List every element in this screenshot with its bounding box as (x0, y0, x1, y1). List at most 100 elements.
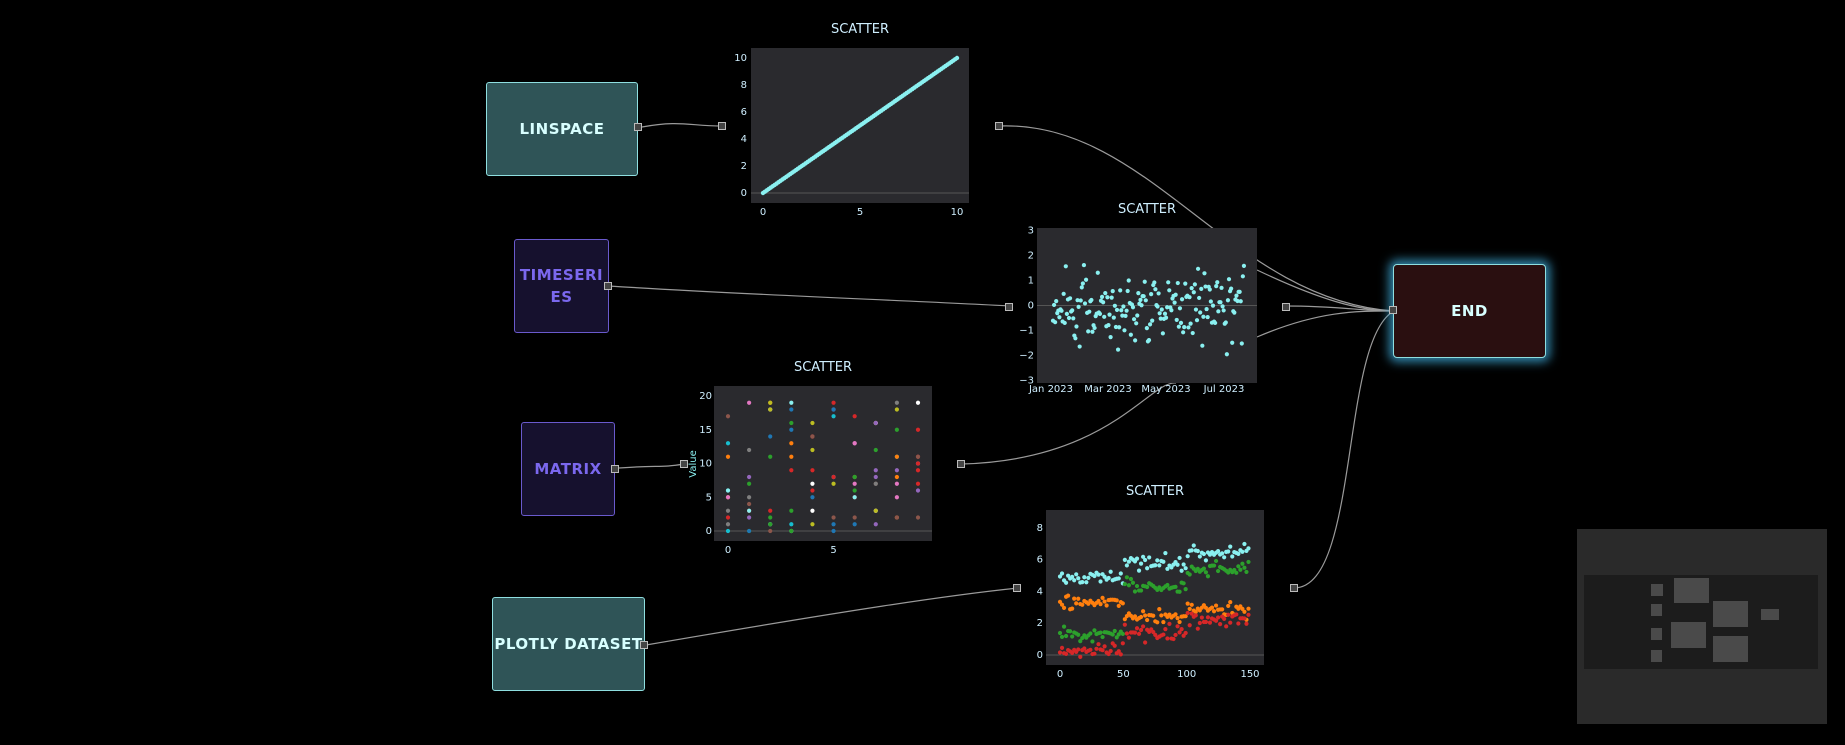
input-port-scatter2[interactable] (1005, 303, 1013, 311)
data-point (1220, 304, 1225, 309)
data-point (1226, 603, 1231, 609)
x-tick-label: 50 (1117, 669, 1130, 680)
data-point (1176, 324, 1181, 329)
node-linspace[interactable]: LINSPACE (486, 82, 638, 176)
y-tick-label: 2 (741, 161, 747, 172)
x-tick-label: 10 (951, 207, 964, 218)
data-point (873, 447, 878, 453)
output-port-scatter1[interactable] (995, 122, 1003, 130)
data-point (894, 474, 899, 480)
data-point (789, 407, 794, 412)
output-port-matrix[interactable] (611, 465, 619, 473)
input-port-end[interactable] (1389, 306, 1397, 314)
data-point (725, 522, 731, 527)
data-point (1138, 614, 1144, 620)
y-tick-label: 8 (741, 80, 747, 91)
y-tick-label: 3 (1028, 226, 1034, 237)
data-point (1223, 320, 1228, 325)
data-point (1074, 324, 1079, 329)
node-end[interactable]: END (1393, 264, 1546, 358)
minimap-node (1651, 650, 1662, 662)
node-label: PLOTLY DATASET (494, 635, 643, 653)
data-point (1159, 307, 1164, 312)
data-point (1244, 621, 1249, 626)
data-point (1187, 606, 1192, 612)
data-point (768, 528, 773, 534)
data-point (1140, 554, 1146, 559)
data-point (1163, 315, 1169, 320)
data-point (1220, 551, 1225, 556)
chart-title: SCATTER (794, 360, 852, 375)
data-point (1214, 283, 1219, 289)
data-point (1143, 640, 1148, 645)
edge-matrix-scatter3 (618, 463, 685, 469)
node-matrix[interactable]: MATRIX (521, 422, 615, 516)
output-port-plotly-dataset[interactable] (640, 641, 648, 649)
input-port-scatter1[interactable] (718, 122, 726, 130)
data-point (1222, 616, 1227, 621)
data-point (1067, 296, 1073, 301)
output-port-linspace[interactable] (634, 123, 642, 131)
data-point (1160, 331, 1165, 336)
node-timeseries[interactable]: TIMESERI ES (514, 239, 609, 333)
data-point (1121, 304, 1126, 309)
data-point (1205, 615, 1211, 620)
data-point (1090, 639, 1095, 644)
data-point (1132, 614, 1138, 619)
data-point (789, 508, 794, 513)
data-point (1054, 299, 1059, 304)
data-point (1175, 615, 1180, 621)
data-point (1118, 652, 1123, 657)
data-point (1132, 589, 1138, 594)
data-point (1171, 636, 1176, 642)
data-point (1114, 635, 1119, 640)
data-point (1229, 286, 1234, 291)
y-tick-label: 0 (706, 526, 712, 537)
data-point (1199, 286, 1204, 291)
data-point (1057, 574, 1063, 579)
data-point (915, 481, 921, 486)
output-port-scatter3[interactable] (957, 460, 965, 468)
output-port-timeseries[interactable] (604, 282, 612, 290)
data-point (1165, 582, 1170, 588)
data-point (873, 420, 878, 426)
input-port-scatter4[interactable] (1013, 584, 1021, 592)
data-point (1117, 325, 1122, 330)
output-port-scatter2[interactable] (1282, 303, 1290, 311)
data-point (1197, 620, 1202, 626)
data-point (1246, 606, 1251, 611)
data-point (1131, 317, 1137, 322)
output-port-scatter4[interactable] (1290, 584, 1298, 592)
data-point (1228, 620, 1233, 625)
data-point (1236, 564, 1241, 569)
data-point (894, 400, 899, 405)
data-point (1133, 338, 1138, 343)
data-point (1162, 311, 1168, 316)
x-tick-label: 0 (1057, 669, 1063, 680)
data-point (1186, 325, 1191, 330)
data-point (1209, 605, 1215, 610)
data-point (1070, 308, 1075, 313)
data-point (915, 427, 921, 432)
data-point (1173, 584, 1178, 589)
minimap[interactable] (1577, 529, 1827, 724)
data-point (1174, 317, 1179, 323)
minimap-node (1671, 622, 1706, 648)
data-point (1118, 571, 1123, 576)
data-point (747, 481, 752, 486)
data-point (725, 488, 731, 493)
data-point (1226, 277, 1232, 282)
node-plotly-dataset[interactable]: PLOTLY DATASET (492, 597, 645, 691)
input-port-scatter3[interactable] (680, 460, 688, 468)
data-point (768, 434, 773, 439)
data-point (1179, 568, 1184, 573)
data-point (1155, 558, 1160, 563)
data-point (768, 400, 773, 405)
data-point (1246, 612, 1251, 617)
data-point (1204, 306, 1209, 312)
data-point (894, 481, 899, 486)
data-point (1183, 587, 1188, 592)
data-point (831, 400, 836, 405)
data-point (1236, 551, 1241, 556)
